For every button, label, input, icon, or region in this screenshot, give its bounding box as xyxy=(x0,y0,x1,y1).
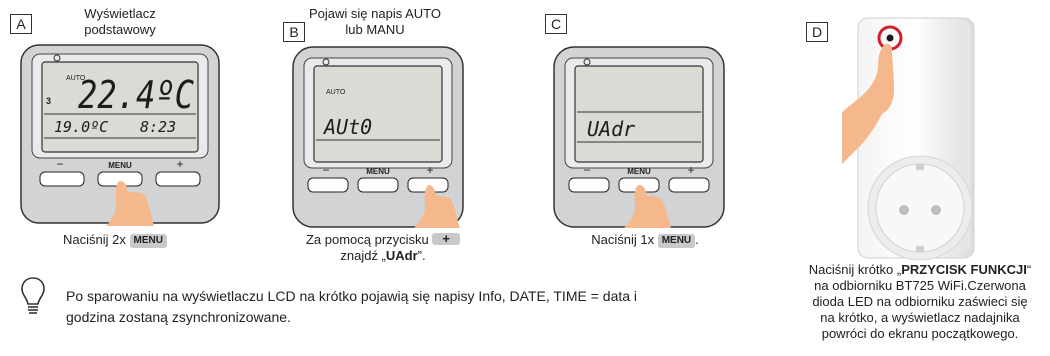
step-c-label: C xyxy=(545,14,567,34)
receiver-bt725 xyxy=(842,17,975,261)
lcd-text-c: UAdr xyxy=(587,117,635,141)
step-d-caption-line3: dioda LED na odbiorniku zaświeci się xyxy=(812,294,1028,309)
step-c-caption: Naciśnij 1x MENU. xyxy=(591,232,699,248)
lcd-temp-a: 22.4ºC xyxy=(78,73,194,117)
lcd-screen-c xyxy=(574,65,704,163)
lcd-mode-b: AUTO xyxy=(326,89,346,96)
lcd-set-a: 19.0ºC xyxy=(54,118,108,136)
menu-label-b: MENU xyxy=(366,167,390,176)
lcd-screen-a xyxy=(41,61,199,153)
thermostat-b: AUTO AUt0 − MENU + xyxy=(292,46,464,228)
lcd-text-b: AUt0 xyxy=(322,115,372,139)
menu-key-icon: MENU xyxy=(657,234,696,248)
minus-button-b xyxy=(307,177,349,193)
minus-label-c: − xyxy=(583,163,590,177)
lcd-time-a: 8:23 xyxy=(140,118,176,136)
step-b-caption: Za pomocą przycisku + znajdź „UAdr”. xyxy=(278,232,488,264)
minus-label-b: − xyxy=(322,163,329,177)
step-b-label: B xyxy=(283,22,305,42)
step-d-label: D xyxy=(806,22,828,42)
lcd-mode-a: AUTO xyxy=(66,75,86,82)
step-a-title-line1: Wyświetlacz xyxy=(84,6,156,21)
lcd-screen-b xyxy=(313,65,443,163)
plus-label-b: + xyxy=(426,163,433,177)
plus-button-c xyxy=(668,177,710,193)
step-d-caption-line4: na krótko, a wyświetlacz nadajnika xyxy=(820,310,1020,325)
plus-key-icon: + xyxy=(432,232,461,245)
step-a-caption: Naciśnij 2x MENU xyxy=(30,232,200,248)
hand-icon-c xyxy=(624,185,671,228)
step-b-caption-text: Za pomocą przycisku xyxy=(305,232,429,247)
minus-label-a: − xyxy=(56,157,63,171)
function-button xyxy=(886,34,894,42)
minus-button-a xyxy=(39,171,85,187)
plus-button-a xyxy=(155,171,201,187)
hand-icon-a xyxy=(106,181,154,226)
plus-label-a: + xyxy=(176,157,183,171)
menu-key-icon: MENU xyxy=(129,234,167,248)
sync-note-line1: Po sparowaniu na wyświetlaczu LCD na kró… xyxy=(66,288,638,304)
sync-note: Po sparowaniu na wyświetlaczu LCD na kró… xyxy=(66,286,766,328)
step-a-title-line2: podstawowy xyxy=(84,22,156,37)
menu-button-b xyxy=(357,177,399,193)
menu-label-c: MENU xyxy=(627,167,651,176)
step-c-caption-text: Naciśnij 1x xyxy=(591,232,655,247)
lightbulb-icon xyxy=(21,277,45,314)
step-b-title-line2: lub MANU xyxy=(345,22,405,37)
sync-note-line2: godzina zostaną zsynchronizowane. xyxy=(66,309,291,325)
step-a-title: Wyświetlacz podstawowy xyxy=(50,6,190,38)
step-b-caption-line1: Za pomocą przycisku + xyxy=(278,232,488,248)
menu-label-a: MENU xyxy=(108,161,132,170)
step-b-title-line1: Pojawi się napis AUTO xyxy=(309,6,441,21)
step-a-caption-text: Naciśnij 2x xyxy=(63,232,126,247)
plus-label-c: + xyxy=(687,163,694,177)
step-d-caption-line2: na odbiorniku BT725 WiFi.Czerwona xyxy=(814,278,1026,293)
step-d-caption: Naciśnij krótko „PRZYCISK FUNKCJI“ na od… xyxy=(790,262,1050,342)
step-b-caption-line2: znajdź „UAdr”. xyxy=(340,248,426,263)
lcd-side-a: 3 xyxy=(46,96,51,106)
step-a-label: A xyxy=(10,14,32,34)
step-d-caption-line5: powróci do ekranu początkowego. xyxy=(821,326,1019,341)
minus-button-c xyxy=(568,177,610,193)
thermostat-c: UAdr − MENU + xyxy=(553,46,725,228)
step-d-caption-line1: Naciśnij krótko „PRZYCISK FUNKCJI“ xyxy=(808,262,1032,277)
hand-icon-d xyxy=(842,44,894,164)
step-b-title: Pojawi się napis AUTO lub MANU xyxy=(300,6,450,38)
thermostat-a: AUTO 3 22.4ºC 19.0ºC 8:23 − MENU + xyxy=(20,44,220,226)
hand-icon-b xyxy=(414,185,460,228)
